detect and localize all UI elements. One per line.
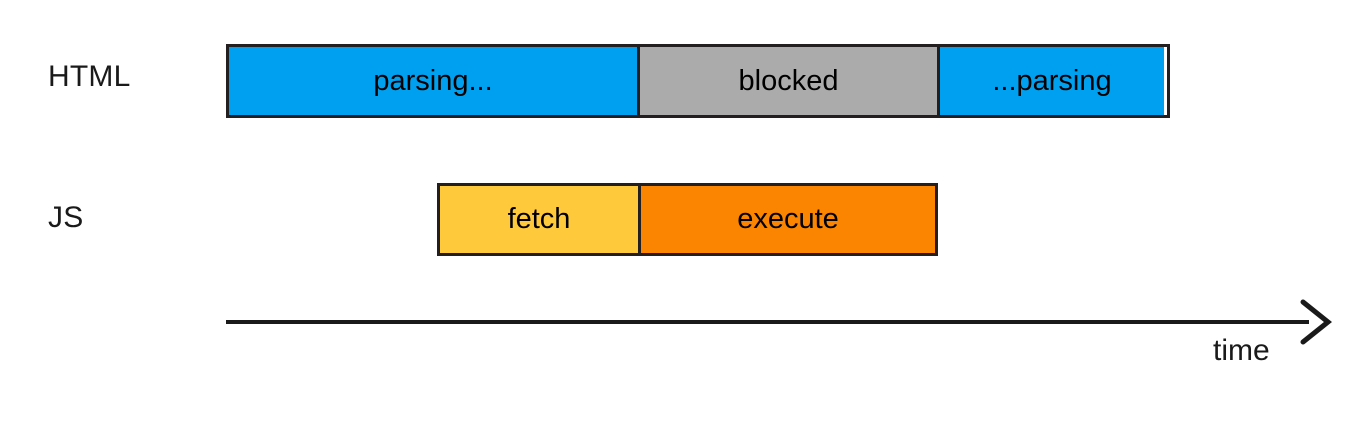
timeline-bar-html: parsing... blocked ...parsing (226, 44, 1170, 118)
segment-js-execute[interactable]: execute (638, 186, 935, 253)
segment-html-blocked[interactable]: blocked (637, 47, 937, 115)
arrowhead-right-icon (1300, 299, 1333, 345)
timeline-bar-js: fetch execute (437, 183, 938, 256)
segment-html-parsing-end[interactable]: ...parsing (937, 47, 1164, 115)
time-axis-arrow (226, 299, 1333, 345)
time-axis-label: time (1213, 334, 1270, 367)
row-label-html: HTML (48, 60, 131, 93)
segment-js-fetch[interactable]: fetch (440, 186, 638, 253)
segment-html-parsing-start[interactable]: parsing... (229, 47, 637, 115)
row-label-js: JS (48, 201, 84, 234)
